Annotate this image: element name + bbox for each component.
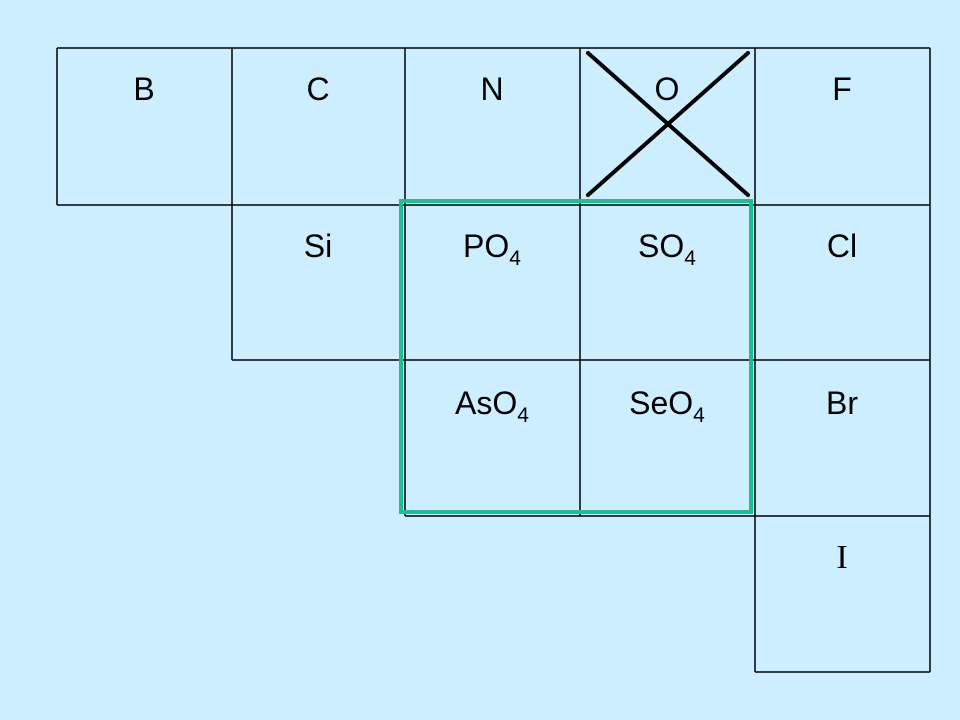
cell-c-label: C (306, 71, 329, 107)
cell-po4-label: PO4 (463, 228, 521, 270)
cell-aso4-label: AsO4 (455, 385, 529, 427)
cross-line-2 (586, 51, 750, 197)
cell-seo4-base: SeO (629, 385, 693, 421)
cell-seo4-subscript: 4 (693, 404, 705, 427)
cell-aso4-subscript: 4 (517, 404, 529, 427)
cell-po4-subscript: 4 (509, 247, 521, 270)
cell-br-label: Br (826, 385, 858, 421)
cross-mark (586, 51, 750, 197)
cell-i-label: I (836, 539, 847, 576)
cell-si-label: Si (304, 228, 332, 264)
cell-so4-label: SO4 (638, 228, 696, 270)
cell-so4-subscript: 4 (684, 247, 696, 270)
cell-so4-base: SO (638, 228, 684, 264)
cell-f-label: F (832, 71, 852, 107)
cell-aso4-base: AsO (455, 385, 517, 421)
cell-b-label: B (133, 71, 154, 107)
cell-o-label: O (655, 71, 680, 107)
cell-po4-base: PO (463, 228, 509, 264)
cell-seo4-label: SeO4 (629, 385, 705, 427)
highlight-box (399, 199, 753, 514)
cell-n-label: N (480, 71, 503, 107)
cell-cl-label: Cl (827, 228, 857, 264)
grid-lines (56, 47, 931, 673)
